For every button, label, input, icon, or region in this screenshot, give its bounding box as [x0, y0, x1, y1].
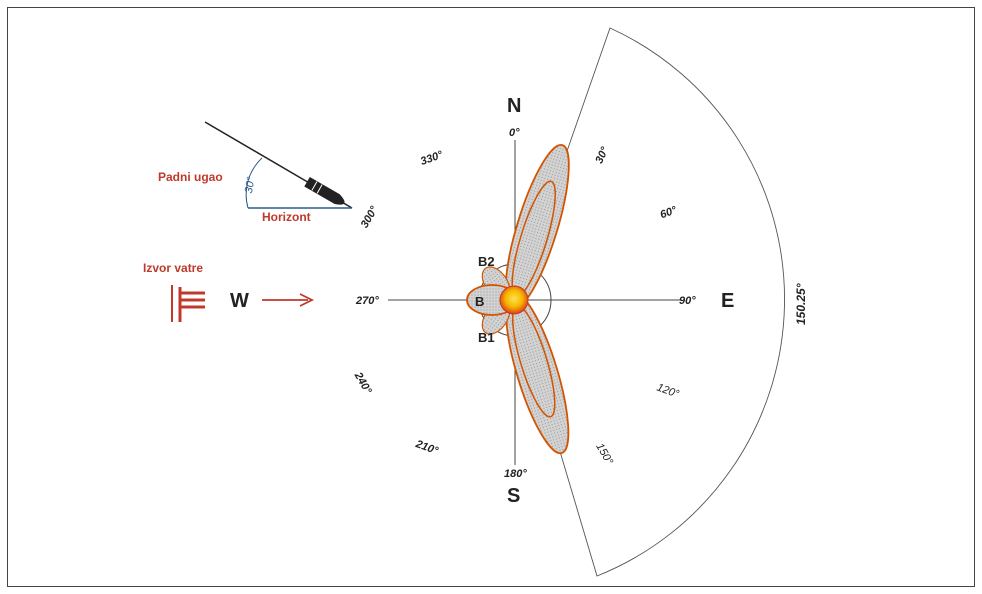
incidence-angle-title: Padni ugao — [158, 170, 223, 184]
deg-270-label: 270° — [355, 295, 379, 307]
deg-300-label: 300° — [359, 204, 381, 230]
arc-angle-label: 150.25° — [794, 283, 808, 325]
fire-source-label: Izvor vatre — [143, 261, 203, 275]
horizon-label: Horizont — [262, 210, 311, 224]
impact-core — [499, 285, 529, 315]
west-label: W — [230, 290, 249, 312]
fire-source: Izvor vatre W — [143, 261, 315, 322]
deg-0-label: 0° — [509, 127, 520, 139]
deg-330-label: 330° — [419, 149, 445, 168]
incidence-angle-inset: Padni ugao 30° Horizont — [158, 121, 353, 224]
east-label: E — [721, 290, 734, 312]
deg-90-label: 90° — [679, 295, 696, 307]
north-label: N — [507, 95, 521, 117]
south-label: S — [507, 485, 520, 507]
gun-position-icon — [171, 285, 205, 322]
deg-210-label: 210° — [413, 438, 440, 458]
dispersion-sector — [514, 27, 785, 577]
b-label: B — [475, 294, 484, 309]
deg-60-label: 60° — [659, 204, 679, 221]
b1-label: B1 — [478, 330, 495, 345]
b2-label: B2 — [478, 254, 495, 269]
deg-180-label: 180° — [504, 468, 527, 480]
incidence-angle-value: 30° — [243, 175, 258, 194]
deg-240-label: 240° — [351, 369, 374, 396]
projectile-icon — [304, 176, 345, 205]
